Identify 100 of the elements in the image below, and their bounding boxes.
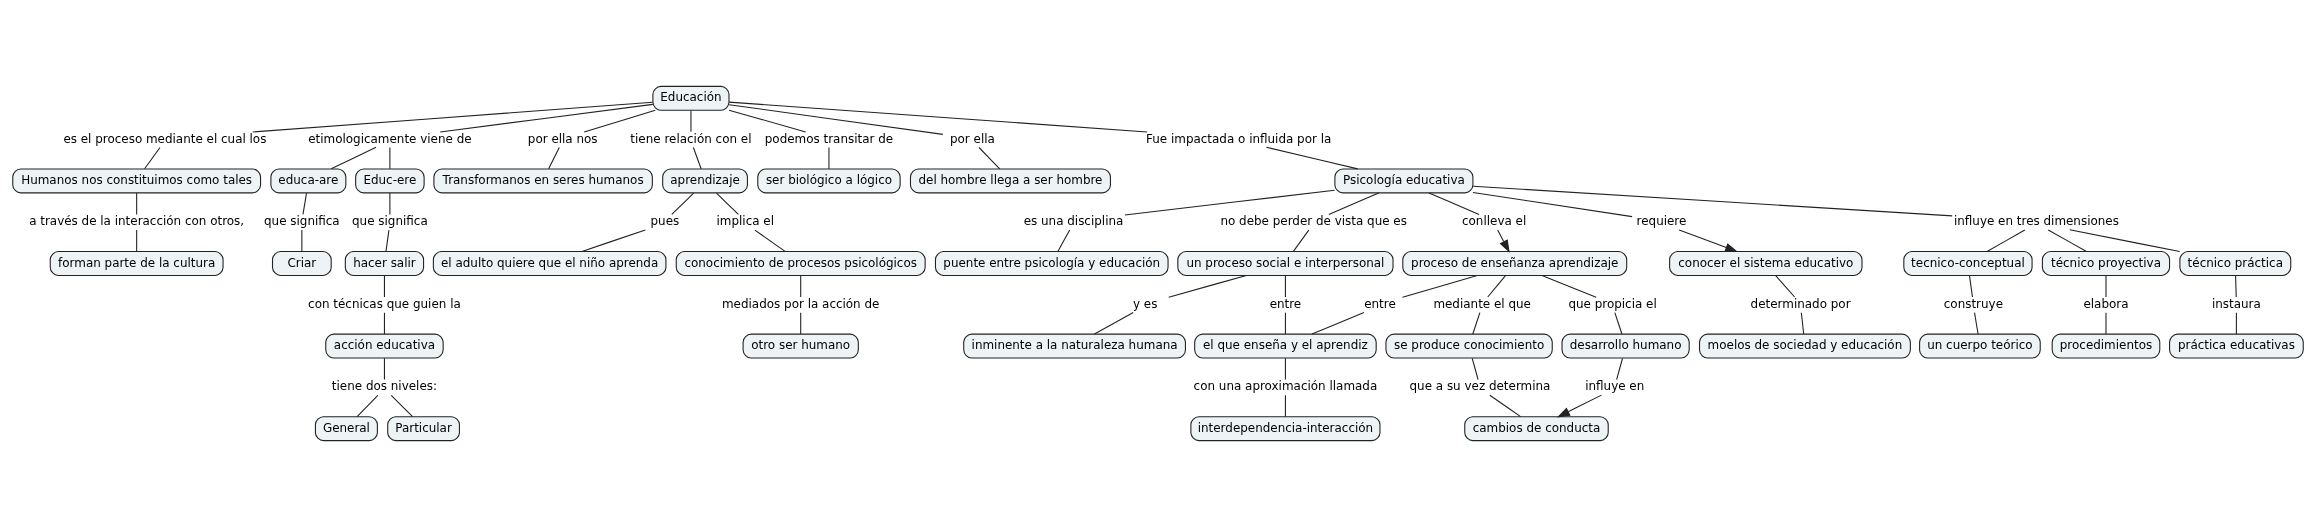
connector [828, 146, 830, 169]
arrow [1497, 229, 1510, 253]
node-text: influye en tres dimensiones [1953, 213, 2119, 228]
node-box: el adulto quiere que el niño aprenda [432, 250, 667, 276]
connector [728, 109, 807, 132]
node-text: que significa [264, 213, 340, 228]
connector [1284, 357, 1286, 380]
connector [1472, 311, 1481, 335]
node-box: procedimientos [2051, 333, 2161, 359]
node-box: hacer salir [344, 250, 425, 276]
arrow [1556, 394, 1602, 417]
node-box: Educación [652, 85, 730, 111]
node-text: construye [1943, 296, 2003, 311]
node-box: Criar [271, 250, 332, 276]
connector [581, 228, 646, 252]
connector [800, 274, 802, 298]
connector [978, 146, 1001, 169]
node-text: requiere [1636, 213, 1687, 228]
node-box: tecnico-conceptual [1903, 250, 2033, 276]
node-box: un cuerpo teórico [1919, 333, 2041, 359]
node-text: entre [1364, 296, 1396, 311]
node-box: otro ser humano [742, 333, 859, 359]
node-text: con técnicas que guien la [308, 296, 461, 311]
connector [1614, 311, 1623, 335]
connector [1489, 394, 1522, 417]
connector [383, 311, 385, 335]
node-box: proceso de enseñanza aprendizaje [1402, 250, 1628, 276]
node-box: Humanos nos constituimos como tales [12, 167, 262, 193]
node-text: con una aproximación llamada [1193, 378, 1378, 393]
connector [1292, 229, 1310, 252]
node-text: tiene dos niveles: [331, 378, 438, 393]
node-text: a través de la interacción con otros, [29, 213, 245, 228]
connector [1968, 274, 1973, 298]
node-text: instaura [2211, 296, 2261, 311]
node-text: elabora [2083, 296, 2129, 311]
node-text: es el proceso mediante el cual los [63, 131, 267, 146]
node-text: y es [1133, 296, 1158, 311]
node-text: por ella [949, 131, 995, 146]
connector [330, 146, 377, 169]
connector [136, 229, 138, 252]
connector [389, 146, 391, 169]
connector [1472, 191, 1633, 217]
node-box: forman parte de la cultura [49, 250, 224, 276]
node-text: tiene relación con el [630, 131, 752, 146]
node-text: mediados por la acción de [721, 296, 880, 311]
connector [671, 192, 695, 215]
connector [1487, 274, 1507, 298]
node-box: ser biológico a lógico [757, 167, 901, 193]
node-text: podemos transitar de [764, 131, 894, 146]
connector [1311, 311, 1365, 335]
connector [1775, 274, 1796, 298]
node-box: técnico práctica [2179, 250, 2292, 276]
connector [728, 101, 1148, 132]
node-text: conlleva el [1461, 213, 1527, 228]
node-text: determinado por [1750, 296, 1851, 311]
connector [1428, 191, 1480, 215]
connector [1974, 311, 1979, 335]
connector [2105, 274, 2107, 298]
node-box: se produce conocimiento [1385, 333, 1553, 359]
node-box: Transformanos en seres humanos [433, 167, 653, 193]
node-box: General [314, 415, 378, 441]
node-text: implica el [716, 213, 775, 228]
connector [1168, 274, 1247, 298]
connector [385, 229, 390, 252]
node-text: no debe perder de vista que es [1220, 213, 1407, 228]
connector [1057, 229, 1071, 252]
node-text: entre [1269, 296, 1302, 311]
connector [1541, 274, 1597, 298]
connector [1402, 274, 1478, 298]
node-text: influye en [1585, 378, 1645, 393]
connector [390, 394, 414, 417]
connector [383, 357, 385, 380]
node-box: acción educativa [325, 333, 444, 359]
connector [252, 101, 654, 133]
node-box: interdependencia-interacción [1190, 415, 1381, 441]
node-box: desarrollo humano [1561, 333, 1690, 359]
node-text: que propicia el [1568, 296, 1657, 311]
node-box: cambios de conducta [1464, 415, 1609, 441]
connector [2105, 311, 2107, 335]
connector [1284, 394, 1286, 417]
connector [1800, 311, 1805, 335]
connector [389, 192, 391, 215]
node-text: Fue impactada o influida por la [1146, 131, 1332, 146]
node-box: Educ-ere [355, 167, 425, 193]
connector [2047, 228, 2088, 252]
node-box: Particular [387, 415, 460, 441]
node-box: puente entre psicología y educación [934, 250, 1169, 276]
connector [690, 109, 692, 132]
connector [2069, 228, 2181, 252]
connector [1124, 189, 1336, 216]
node-text: pues [650, 213, 680, 228]
connector [1471, 357, 1479, 380]
connector [2235, 274, 2237, 298]
connector [302, 192, 308, 215]
connector [583, 109, 656, 132]
arrow [1678, 228, 1739, 252]
connector [383, 274, 385, 298]
node-box: moelos de sociedad y educación [1698, 333, 1911, 359]
connector [1986, 228, 2026, 252]
connector [728, 103, 944, 135]
